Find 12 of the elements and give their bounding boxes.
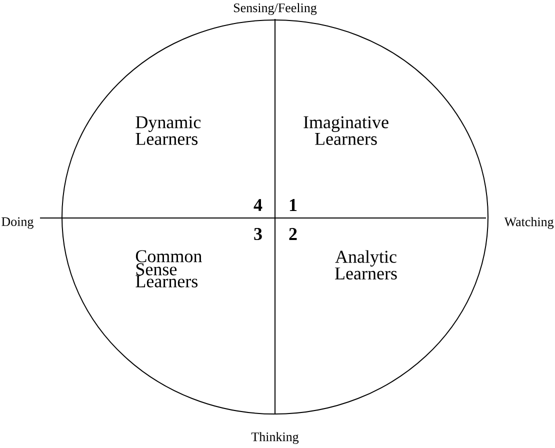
quadrant-number: 3: [254, 228, 262, 240]
quadrant-number: 1: [290, 199, 297, 211]
axis-label: Doing: [2, 217, 34, 229]
axis-label: Watching: [504, 217, 554, 229]
quadrant-number: 2: [289, 228, 297, 240]
quadrant-label: Dynamic Learners: [136, 116, 201, 145]
quadrant-label: Imaginative Learners: [304, 116, 388, 145]
axis-label: Sensing/Feeling: [234, 3, 317, 15]
quadrant-label: Common Sense Learners: [136, 250, 202, 288]
axis-label: Thinking: [251, 432, 299, 444]
quadrant-label: Analytic Learners: [335, 250, 397, 280]
quadrant-number: 4: [254, 199, 262, 211]
